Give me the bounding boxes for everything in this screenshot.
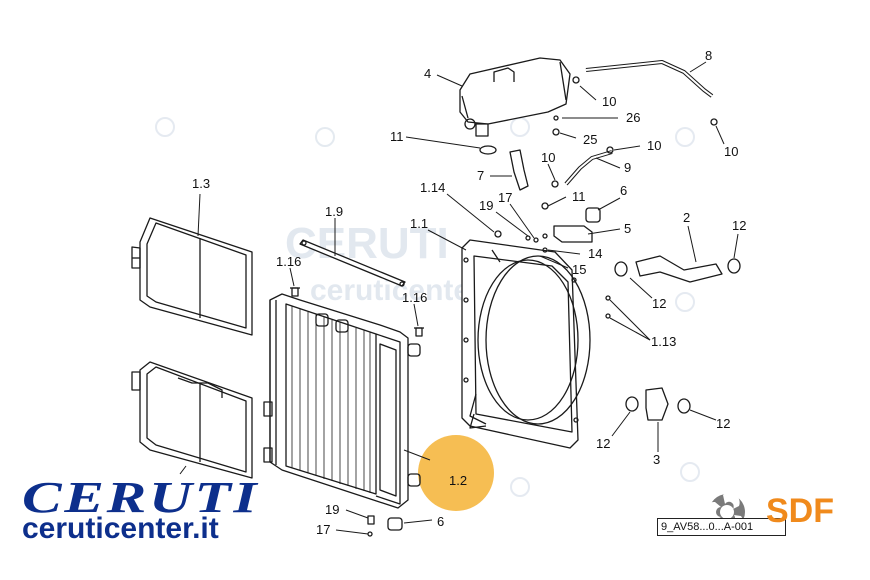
callout-1-9: 1.9 bbox=[325, 204, 343, 219]
callout-1-14: 1.14 bbox=[420, 180, 445, 195]
callout-6: 6 bbox=[620, 183, 627, 198]
clamp-11 bbox=[479, 145, 497, 155]
callout-25: 25 bbox=[583, 132, 597, 147]
fan-shroud bbox=[461, 239, 591, 449]
callout-10: 10 bbox=[647, 138, 661, 153]
callout-12: 12 bbox=[716, 416, 730, 431]
sdf-logo-text: SDF bbox=[766, 492, 834, 530]
drawing-code: 9_AV58...0...A-001 bbox=[657, 518, 786, 536]
callout-10: 10 bbox=[602, 94, 616, 109]
callout-2: 2 bbox=[683, 210, 690, 225]
bolts-1-16 bbox=[290, 287, 424, 337]
callout-1-16: 1.16 bbox=[276, 254, 301, 269]
callout-17: 17 bbox=[316, 522, 330, 537]
leader-lines bbox=[179, 61, 739, 535]
callout-17: 17 bbox=[498, 190, 512, 205]
callout-10: 10 bbox=[724, 144, 738, 159]
callout-10: 10 bbox=[541, 150, 555, 165]
ceruti-website: ceruticenter.it bbox=[22, 512, 219, 545]
radiator bbox=[263, 293, 421, 509]
callout-9: 9 bbox=[624, 160, 631, 175]
callout-14: 14 bbox=[588, 246, 602, 261]
bracket-5 bbox=[553, 225, 593, 243]
callout-12: 12 bbox=[596, 436, 610, 451]
callout-1-1: 1.1 bbox=[410, 216, 428, 231]
callout-12: 12 bbox=[732, 218, 746, 233]
callout-11: 11 bbox=[572, 189, 586, 204]
callout-1-16: 1.16 bbox=[402, 290, 427, 305]
upper-hose-2 bbox=[635, 255, 723, 283]
callout-26: 26 bbox=[626, 110, 640, 125]
callout-12: 12 bbox=[652, 296, 666, 311]
bracket-bar bbox=[299, 239, 406, 287]
upper-grille bbox=[131, 217, 253, 336]
callout-6: 6 bbox=[437, 514, 444, 529]
highlight-marker bbox=[418, 435, 494, 511]
callout-5: 5 bbox=[624, 221, 631, 236]
callout-1-13: 1.13 bbox=[651, 334, 676, 349]
callout-4: 4 bbox=[424, 66, 431, 81]
callout-7: 7 bbox=[477, 168, 484, 183]
elbow-hose-7 bbox=[509, 149, 529, 191]
callout-19: 19 bbox=[325, 502, 339, 517]
callout-8: 8 bbox=[705, 48, 712, 63]
lower-hose-3 bbox=[645, 387, 669, 421]
callout-11: 11 bbox=[390, 129, 404, 144]
callout-1-3: 1.3 bbox=[192, 176, 210, 191]
callout-1-2-highlighted: 1.2 bbox=[449, 473, 467, 488]
callout-3: 3 bbox=[653, 452, 660, 467]
callout-19: 19 bbox=[479, 198, 493, 213]
callouts: 4 8 10 26 11 25 10 10 10 9 7 11 6 1.3 1.… bbox=[192, 48, 746, 537]
rubber-mount-6 bbox=[585, 207, 601, 223]
ceruti-logo: CERUTI bbox=[22, 473, 260, 522]
small-pipe bbox=[564, 150, 613, 186]
callout-15: 15 bbox=[572, 262, 586, 277]
lower-grille bbox=[131, 361, 253, 479]
expansion-tank bbox=[459, 57, 571, 137]
